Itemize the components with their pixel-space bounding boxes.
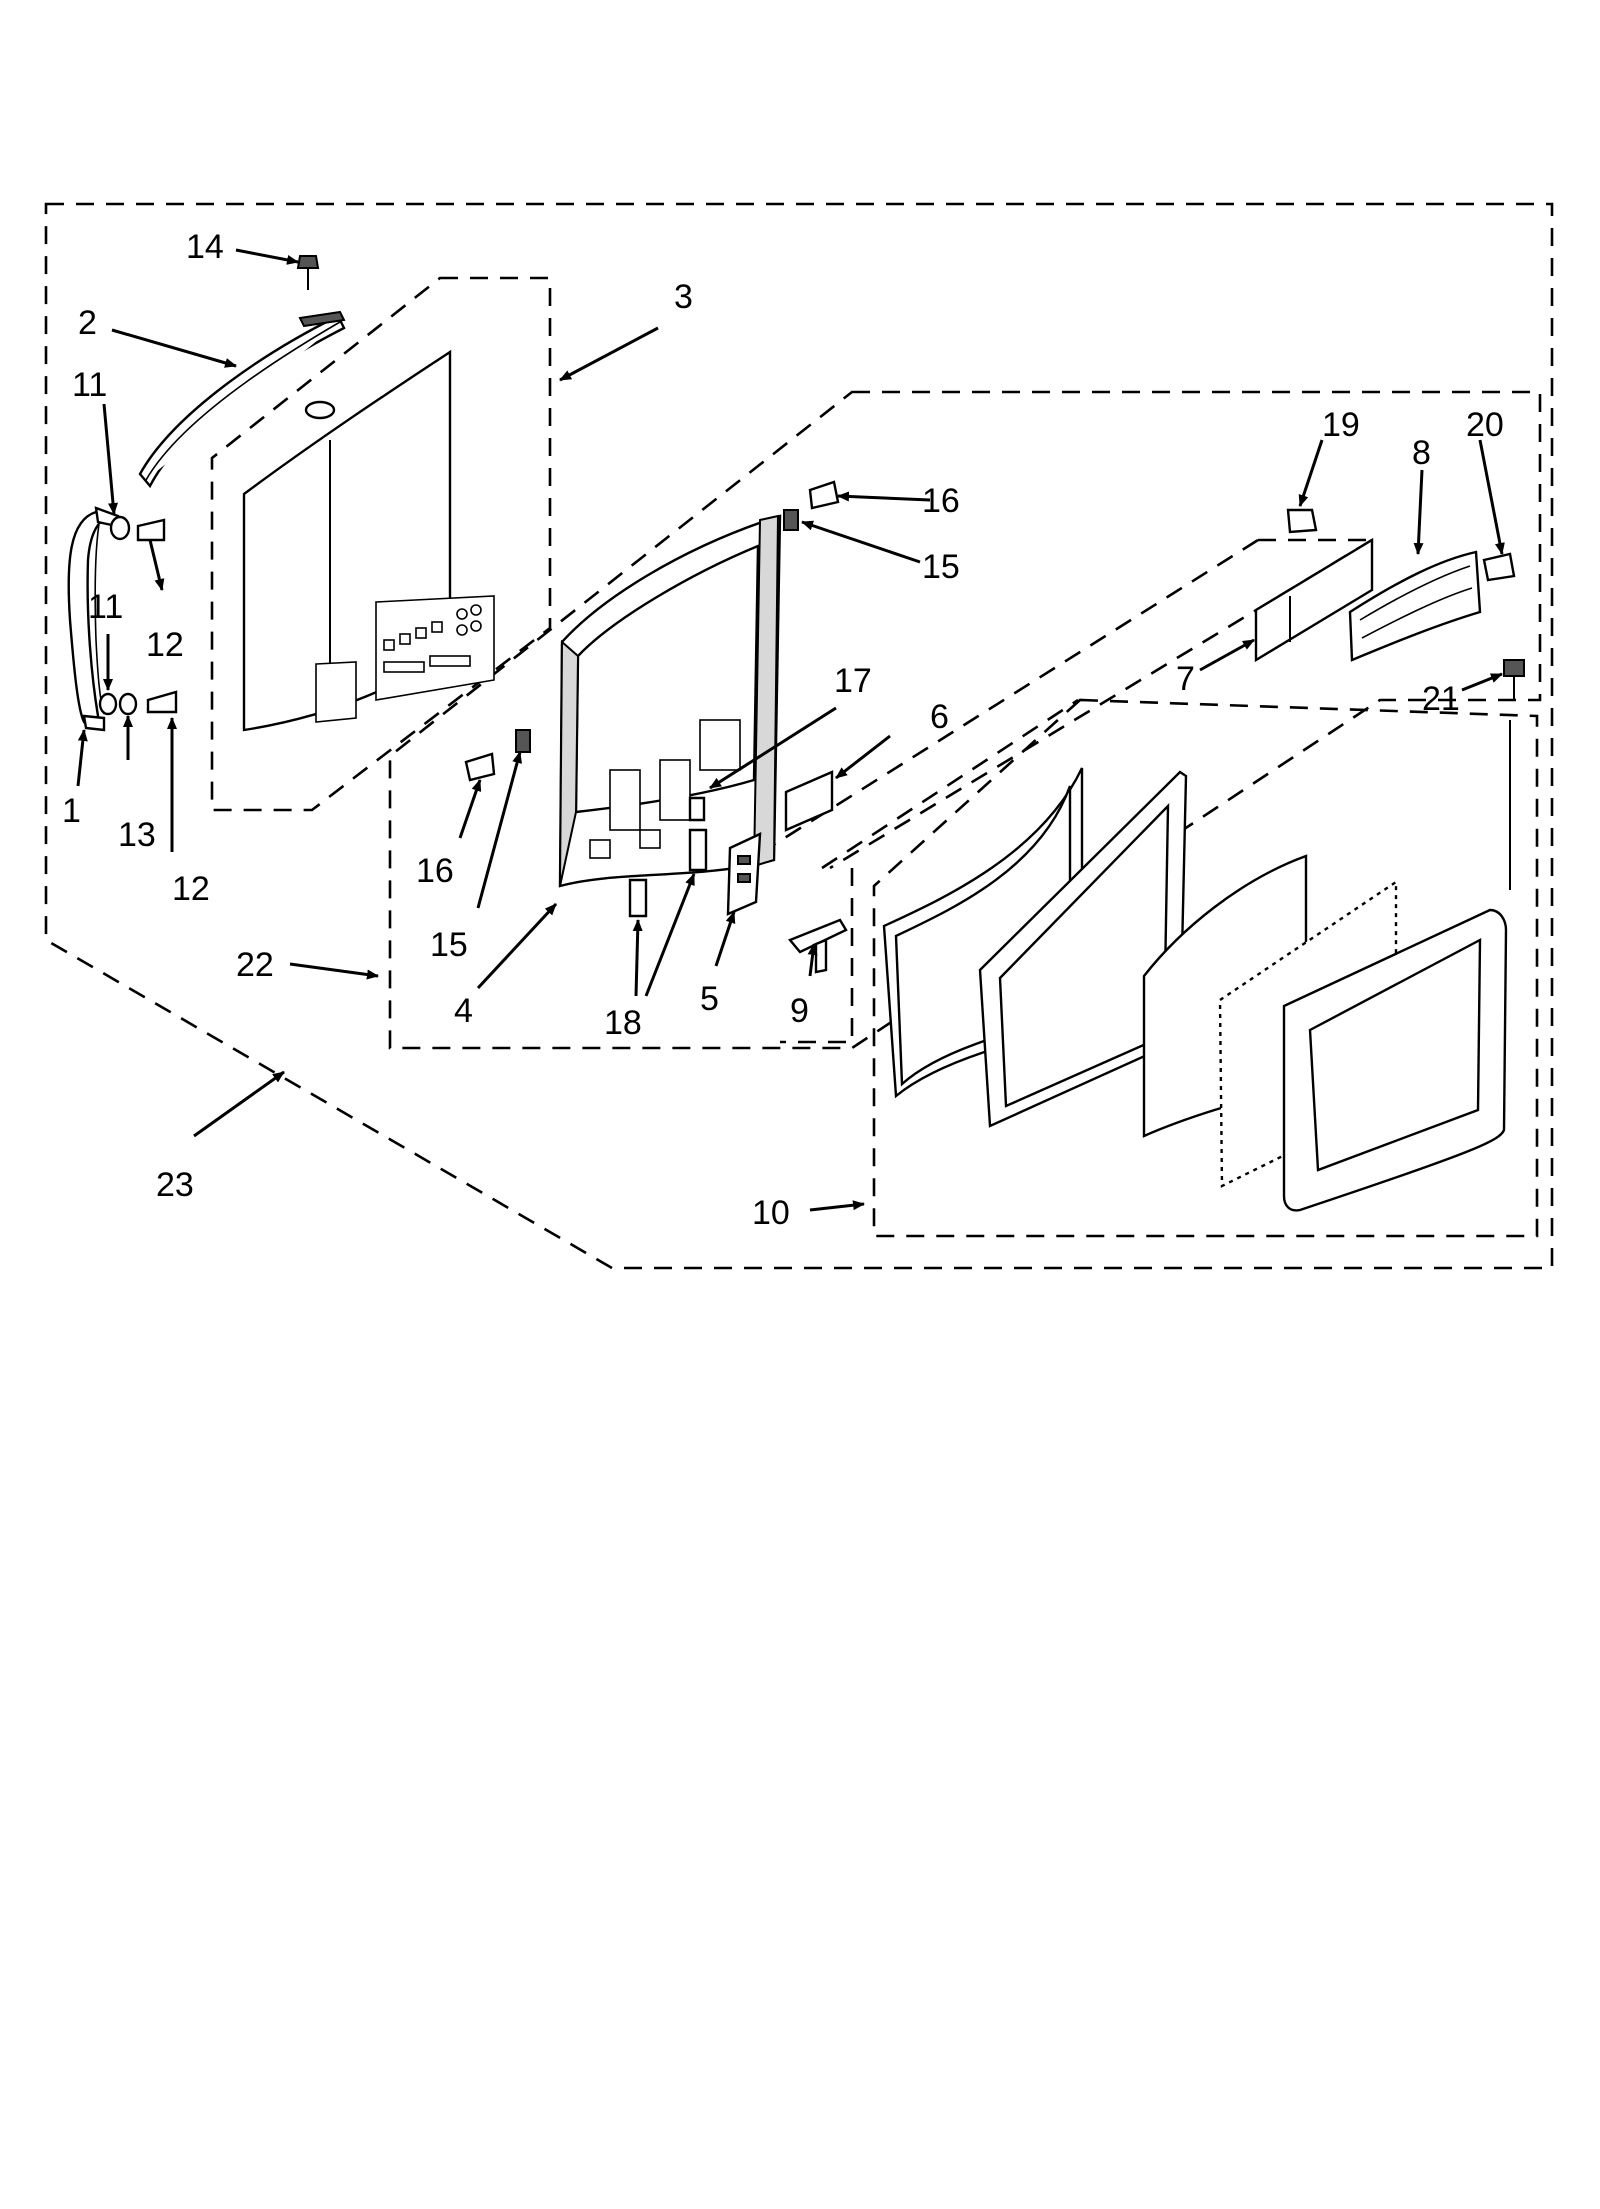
callout-16-lower: 16	[416, 852, 454, 890]
washer-11-lower	[98, 692, 118, 716]
window-frame	[978, 770, 1188, 1128]
assembly-outline-3	[210, 276, 552, 812]
callout-8: 8	[1412, 434, 1431, 472]
callout-18: 18	[604, 1004, 642, 1042]
handle-trim	[138, 310, 346, 489]
callout-17: 17	[834, 662, 872, 700]
screw-20	[1482, 552, 1516, 582]
bracket	[788, 918, 848, 974]
callout-11-upper: 11	[72, 366, 107, 404]
control-board	[726, 832, 762, 916]
washer-13	[118, 692, 138, 716]
assembly-outline-23	[44, 202, 1554, 1270]
callout-20: 20	[1466, 406, 1504, 444]
callout-14: 14	[186, 228, 224, 266]
callout-13: 13	[118, 816, 156, 854]
screw-17	[688, 796, 706, 822]
callout-15-upper: 15	[922, 548, 960, 586]
screw-14	[296, 255, 320, 290]
screw-21	[1503, 659, 1525, 700]
circuit-cover	[784, 770, 834, 832]
screw-18-left	[628, 878, 648, 918]
callout-6: 6	[930, 698, 949, 736]
outer-door-panel	[242, 349, 495, 732]
screw-19	[1286, 508, 1318, 534]
inner-liner	[1282, 720, 1511, 1212]
screw-16-lower	[464, 752, 496, 782]
dispenser-panel	[1348, 550, 1482, 662]
callout-15-lower: 15	[430, 926, 468, 964]
callout-2: 2	[78, 304, 97, 342]
callout-11-lower: 11	[88, 588, 123, 626]
assembly-outline-9	[780, 698, 1079, 1044]
callout-10: 10	[752, 1194, 790, 1232]
callout-4: 4	[454, 992, 473, 1030]
callout-23: 23	[156, 1166, 194, 1204]
callout-7: 7	[1176, 660, 1195, 698]
control-panel-buttons	[383, 604, 482, 673]
clip-15-upper	[783, 509, 799, 531]
dispenser-label	[1254, 537, 1374, 663]
inner-door-frame	[558, 514, 782, 888]
callout-1: 1	[62, 792, 81, 830]
callout-5: 5	[700, 980, 719, 1018]
screw-16-upper	[808, 480, 840, 510]
callout-19: 19	[1322, 406, 1360, 444]
callout-21: 21	[1422, 680, 1460, 718]
clip-15-lower	[515, 729, 531, 753]
callout-9: 9	[790, 992, 809, 1030]
callout-labels: 14 2 3 11 12 11 1 13 12 16 15 16 15 17 6…	[62, 228, 1504, 1232]
callout-16-upper: 16	[922, 482, 960, 520]
screw-12-upper	[136, 518, 166, 542]
screw-12-lower	[146, 690, 178, 714]
washer-11-upper	[109, 515, 131, 541]
callout-12-lower: 12	[172, 870, 210, 908]
callout-12-upper: 12	[146, 626, 184, 664]
screw-18-right	[688, 828, 708, 872]
callout-22: 22	[236, 946, 274, 984]
leader-arrows	[76, 248, 1505, 1212]
callout-3: 3	[674, 278, 693, 316]
